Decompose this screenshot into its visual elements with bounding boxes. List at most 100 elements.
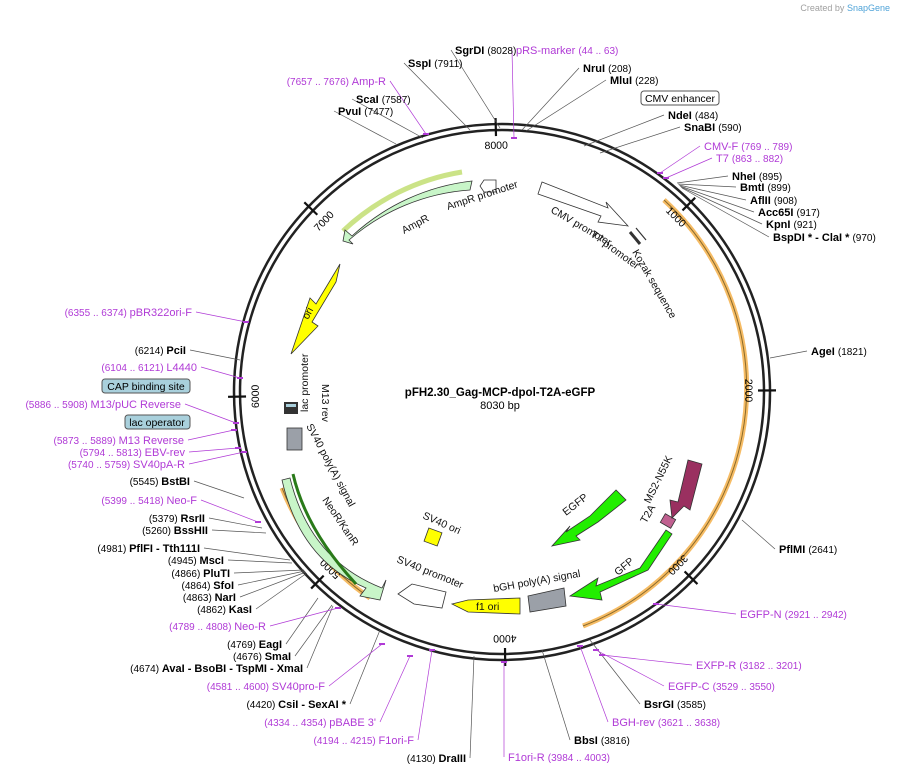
enzyme-leader-kasi [255, 572, 308, 610]
ampr-arrow [342, 180, 473, 245]
primer-name: Neo-F [166, 495, 197, 507]
primer-label-l4440: (6104 .. 6121) L4440 [101, 362, 197, 374]
primer-name: EXFP-R [696, 660, 739, 672]
enzyme-name: AvaI - BsoBI - TspMI - XmaI [162, 663, 303, 675]
enzyme-name: PflMI [779, 544, 808, 556]
kozak-mark [635, 227, 647, 241]
primer-label-pbr322ori-f: (6355 .. 6374) pBR322ori-F [65, 307, 193, 319]
ms2-n55k-arrow [669, 459, 703, 519]
enzyme-position: (4676) [233, 652, 265, 663]
enzyme-name: EagI [259, 639, 282, 651]
enzyme-leader-sspi [403, 62, 471, 131]
enzyme-label-sgrdi: SgrDI (8028) [455, 45, 516, 57]
primer-leader-m13-reverse [187, 429, 235, 441]
enzyme-leader-snabi [599, 126, 681, 154]
lac-operator-label: lac operator [124, 414, 191, 430]
backbone-inner-ring [238, 128, 766, 656]
primer-name: F1ori-R [508, 752, 548, 764]
primer-position: (44 .. 63) [578, 46, 618, 57]
enzyme-label-scai: ScaI (7587) [356, 94, 411, 106]
enzyme-label-bstbi: (5545) BstBI [130, 476, 190, 488]
enzyme-position: (3816) [601, 736, 630, 747]
enzyme-name: MluI [610, 75, 635, 87]
enzyme-position: (8028) [487, 46, 516, 57]
enzyme-label-pflfi-tth111i: (4981) PflFI - Tth111I [97, 543, 200, 555]
enzyme-leader-kpni [680, 186, 763, 225]
primer-label-ebv-rev: (5794 .. 5813) EBV-rev [80, 447, 186, 459]
enzyme-label-sspi: SspI (7911) [408, 58, 462, 70]
enzyme-name: NruI [583, 63, 608, 75]
enzyme-label-snabi: SnaBI (590) [684, 122, 742, 134]
cmv-promoter-arrow [537, 181, 630, 227]
enzyme-leader-nhei [676, 175, 729, 184]
enzyme-label-nhei: NheI (895) [732, 171, 782, 183]
enzyme-position: (917) [797, 208, 820, 219]
primer-leader-amp-r [389, 80, 427, 135]
ampr-promoter-arrow [479, 179, 497, 193]
enzyme-position: (208) [608, 64, 631, 75]
primer-name: EGFP-N [740, 609, 785, 621]
egfp-arrow [550, 489, 627, 547]
enzyme-name: SfoI [213, 580, 234, 592]
primer-name: CMV-F [704, 141, 741, 153]
enzyme-name: RsrII [181, 513, 205, 525]
enzyme-position: (4769) [227, 640, 259, 651]
enzyme-position: (7477) [364, 107, 393, 118]
primer-position: (4789 .. 4808) [169, 622, 234, 633]
primer-label-sv40pa-r: (5740 .. 5759) SV40pA-R [68, 459, 185, 471]
enzyme-leader-msci [227, 559, 293, 564]
enzyme-leader-sgrdi [450, 49, 501, 129]
snapgene-credit: Created by SnapGene [800, 3, 890, 13]
primer-label-amp-r: (7657 .. 7676) Amp-R [287, 76, 386, 88]
enzyme-name: NdeI [668, 110, 695, 122]
primer-label-neo-r: (4789 .. 4808) Neo-R [169, 621, 266, 633]
enzyme-label-sfoi: (4864) SfoI [182, 580, 234, 592]
enzyme-leader-bbsi [541, 649, 571, 741]
primer-leader-egfp-n [655, 603, 737, 615]
primer-name: EBV-rev [145, 447, 186, 459]
primer-position: (5873 .. 5889) [54, 436, 119, 447]
enzyme-leader-pcii [189, 349, 241, 361]
enzyme-label-bmti: BmtI (899) [740, 182, 791, 194]
enzyme-label-pflmi: PflMI (2641) [779, 544, 837, 556]
enzyme-position: (6214) [135, 346, 167, 357]
enzyme-leader-acc65i [679, 185, 755, 213]
primer-position: (3984 .. 4003) [548, 753, 610, 764]
primer-name: BGH-rev [612, 717, 658, 729]
enzyme-label-nari: (4863) NarI [183, 592, 236, 604]
feature-label-lac-promoter: lac promoter [299, 353, 311, 412]
enzyme-position: (4864) [182, 581, 214, 592]
credit-prefix: Created by [800, 3, 845, 13]
enzyme-position: (899) [768, 183, 791, 194]
snapgene-logo-text: SnapGene [846, 3, 890, 13]
primer-leader-pbr322ori-f [195, 311, 247, 323]
enzyme-leader-bmti [677, 183, 737, 188]
primer-label-pbabe-3: (4334 .. 4354) pBABE 3' [264, 717, 376, 729]
enzyme-position: (228) [635, 76, 658, 87]
enzyme-label-bbsi: BbsI (3816) [574, 735, 630, 747]
primer-leader-l4440 [200, 366, 241, 379]
site-labels: SgrDI (8028)SspI (7911) NruI (208)MluI (2… [25, 45, 875, 765]
neor-highlight [291, 473, 358, 586]
primer-position: (5886 .. 5908) [25, 400, 90, 411]
feature-label-ampr: AmpR [400, 212, 432, 236]
enzyme-position: (4420) [246, 700, 278, 711]
feature-label-bgh-polya: bGH poly(A) signal [492, 568, 581, 595]
enzyme-leader-aflii [678, 184, 747, 201]
primer-name: pBABE 3' [329, 717, 376, 729]
primer-name: SV40pro-F [272, 681, 325, 693]
primer-position: (863 .. 882) [732, 154, 783, 165]
primer-leader-bgh-rev [579, 645, 609, 723]
enzyme-position: (2641) [808, 545, 837, 556]
enzyme-label-aflii: AflII (908) [750, 195, 797, 207]
enzyme-leader-csii-sexai [349, 629, 381, 705]
orf-arc-amp [341, 169, 463, 233]
primer-position: (7657 .. 7676) [287, 77, 352, 88]
feature-label-sv40-promoter: SV40 promoter [395, 554, 465, 592]
sv40-promoter-arrow [397, 583, 447, 609]
primer-position: (4194 .. 4215) [314, 736, 379, 747]
primer-label-f1ori-f: (4194 .. 4215) F1ori-F [314, 735, 415, 747]
neor-arrow [281, 477, 387, 601]
f1-ori-arrow [450, 597, 521, 615]
